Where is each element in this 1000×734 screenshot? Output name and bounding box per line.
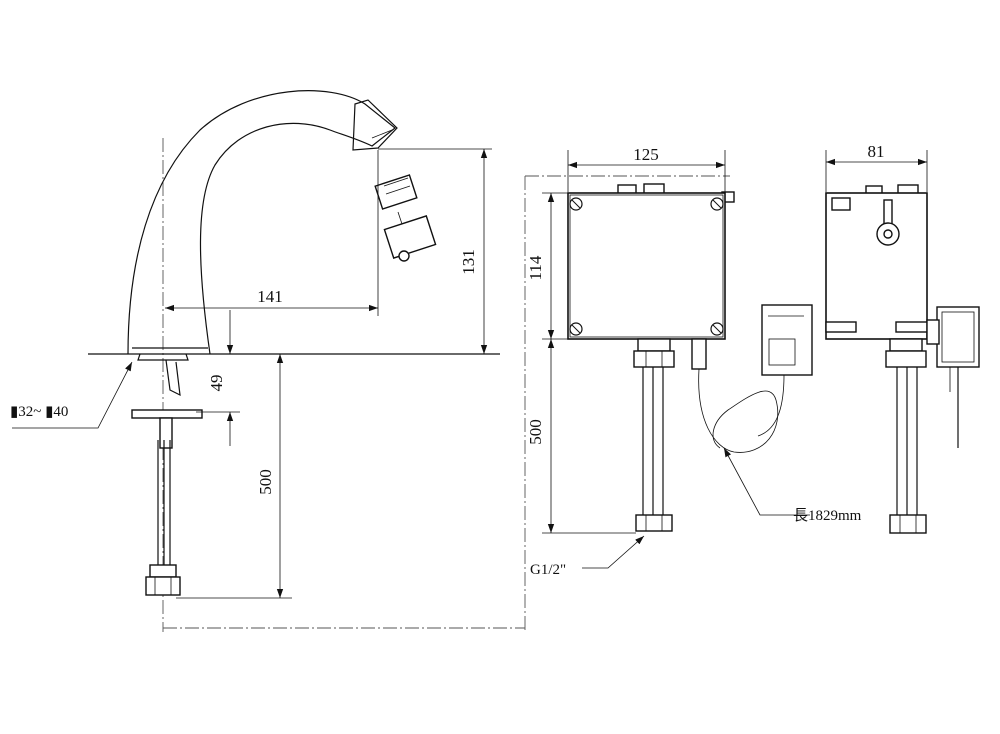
sensor-module bbox=[761, 304, 813, 376]
dim-box-width: 125 bbox=[633, 145, 659, 164]
dim-spout-reach: 141 bbox=[257, 287, 283, 306]
faucet-side-view: 131 141 49 500 ▮32~ ▮40 bbox=[10, 90, 730, 632]
control-box-front-view: 長1829mm 125 114 500 G1/2" bbox=[526, 145, 862, 578]
control-box bbox=[567, 192, 726, 340]
dim-hose-length-box: 500 bbox=[526, 419, 545, 445]
side-box bbox=[825, 192, 928, 340]
control-box-side-view: 81 bbox=[825, 142, 980, 534]
dim-hole-diameter: ▮32~ ▮40 bbox=[10, 404, 68, 420]
dim-hose-length-faucet: 500 bbox=[256, 469, 275, 495]
dim-cable-length: 長1829mm bbox=[793, 508, 862, 524]
dim-box-depth: 81 bbox=[868, 142, 885, 161]
spout-body bbox=[127, 90, 396, 355]
aerator-part bbox=[374, 174, 437, 262]
dim-deck-thickness: 49 bbox=[207, 375, 226, 392]
dim-thread: G1/2" bbox=[530, 562, 566, 578]
dim-box-height: 114 bbox=[526, 255, 545, 280]
dim-spout-height: 131 bbox=[459, 249, 478, 275]
